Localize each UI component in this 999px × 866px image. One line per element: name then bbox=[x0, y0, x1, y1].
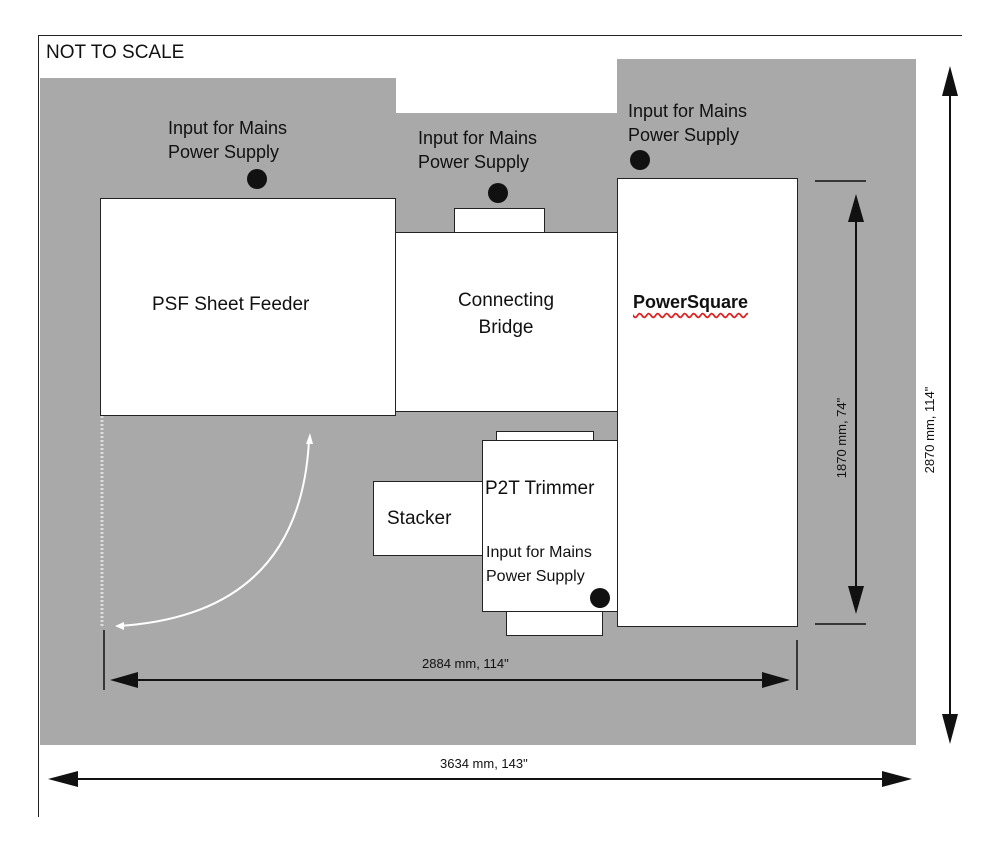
power-input-label-feeder: Input for Mains Power Supply bbox=[168, 118, 288, 162]
not-to-scale-note: NOT TO SCALE bbox=[46, 42, 185, 63]
line-length-arrow-left bbox=[110, 672, 138, 688]
powersquare bbox=[617, 178, 798, 627]
powersquare-length-arrow-top bbox=[848, 194, 864, 222]
power-input-dot-feeder bbox=[247, 169, 267, 189]
powersquare-label: PowerSquare bbox=[633, 292, 749, 312]
power-input-label-trimmer: Input for Mains Power Supply bbox=[486, 544, 592, 585]
psf-sheet-feeder bbox=[100, 198, 396, 416]
frame-left-line bbox=[38, 35, 39, 817]
door-swing-arrow-bottom bbox=[115, 622, 124, 630]
total-width-arrow-left bbox=[48, 771, 78, 787]
total-width-label: 3634 mm, 143" bbox=[440, 756, 528, 771]
p2t-trimmer-label: P2T Trimmer bbox=[485, 478, 595, 499]
door-swing-arrow-top bbox=[306, 433, 313, 444]
line-length-arrow-right bbox=[762, 672, 790, 688]
powersquare-length-label: 1870 mm, 74" bbox=[834, 397, 849, 479]
p2t-trimmer bbox=[482, 440, 618, 612]
power-input-label-bridge: Input for Mains Power Supply bbox=[418, 128, 538, 172]
total-depth-arrow-bottom bbox=[942, 714, 958, 744]
power-input-dot-trimmer bbox=[590, 588, 610, 608]
connecting-bridge bbox=[395, 232, 618, 412]
power-input-dot-bridge bbox=[488, 183, 508, 203]
psf-sheet-feeder-label: PSF Sheet Feeder bbox=[152, 294, 310, 315]
powersquare-length-arrow-bottom bbox=[848, 586, 864, 614]
line-length-label: 2884 mm, 114" bbox=[422, 656, 509, 671]
frame-top-line bbox=[38, 35, 962, 36]
total-depth-arrow-top bbox=[942, 66, 958, 96]
total-depth-label: 2870 mm, 114" bbox=[922, 386, 937, 474]
total-width-arrow-right bbox=[882, 771, 912, 787]
trimmer-bottom-tab bbox=[506, 611, 603, 636]
power-input-label-powersquare: Input for Mains Power Supply bbox=[628, 101, 748, 145]
connecting-bridge-label: Connecting Bridge bbox=[457, 290, 555, 338]
stacker-label: Stacker bbox=[387, 508, 452, 529]
power-input-dot-powersquare bbox=[630, 150, 650, 170]
door-swing-arc bbox=[117, 439, 310, 627]
